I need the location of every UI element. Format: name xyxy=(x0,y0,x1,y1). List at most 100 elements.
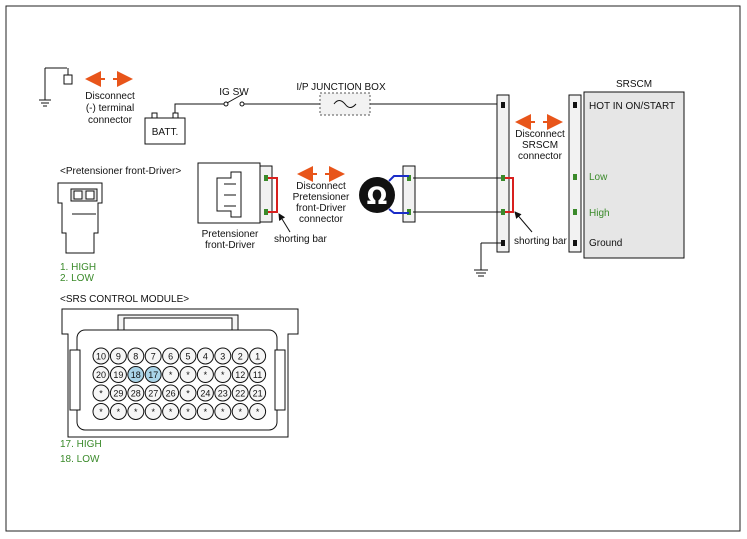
module-pin-label-1-2: 18 xyxy=(131,370,141,380)
module-pin-1-0 xyxy=(92,366,110,383)
ignition-switch-icon xyxy=(223,93,245,107)
module-pin-2-5 xyxy=(179,384,197,402)
shorting-bar-right-label: shorting bar xyxy=(514,236,567,247)
module-pin-2-0 xyxy=(92,384,110,402)
module-pin-label-3-5: * xyxy=(186,407,190,417)
module-pin-label-2-7: 23 xyxy=(218,389,228,399)
battery-label: BATT. xyxy=(152,127,178,138)
srscm-pin-ground xyxy=(573,240,577,246)
module-pin-label-1-0: 20 xyxy=(96,370,106,380)
module-pin-3-0 xyxy=(92,403,110,420)
junction-box-label: I/P JUNCTION BOX xyxy=(296,82,386,93)
module-pin-label-3-3: * xyxy=(151,407,155,417)
srscm-pin-high xyxy=(573,209,577,215)
ig-sw-label: IG SW xyxy=(219,87,249,98)
pretensioner-box-label-2: front-Driver xyxy=(205,240,256,251)
module-pin-label-1-1: 19 xyxy=(113,370,123,380)
module-pin-label-1-7: * xyxy=(221,370,225,380)
disconnect-pretensioner-label-2: Pretensioner xyxy=(293,192,350,203)
ohm-symbol: Ω xyxy=(367,182,387,210)
module-pin-3-6 xyxy=(196,403,214,420)
fuse-icon xyxy=(333,100,357,108)
module-pin-label-1-3: 17 xyxy=(148,370,158,380)
battery-ground-icon xyxy=(39,67,73,107)
disconnect-pretensioner-label-4: connector xyxy=(299,214,344,225)
module-pin-label-17: 17. HIGH xyxy=(60,439,102,450)
srscm-connector-strip xyxy=(568,94,582,253)
module-pin-2-1 xyxy=(109,384,127,402)
module-pin-3-1 xyxy=(109,403,127,420)
pretensioner-pin-label-2: 2. LOW xyxy=(60,273,94,284)
harness-pin-low xyxy=(501,175,505,181)
module-pin-label-2-8: 22 xyxy=(235,389,245,399)
module-pin-1-9 xyxy=(249,366,267,383)
module-pin-label-0-1: 9 xyxy=(116,352,121,362)
module-pin-0-2 xyxy=(127,347,145,365)
module-pin-0-7 xyxy=(214,347,232,365)
module-pin-label-2-5: * xyxy=(186,389,190,399)
pretensioner-box-label-1: Pretensioner xyxy=(202,229,259,240)
disconnect-pretensioner-label-3: front-Driver xyxy=(296,203,347,214)
pretensioner-harness-pin-1 xyxy=(407,175,411,181)
module-pin-3-8 xyxy=(231,403,249,420)
module-pin-1-2 xyxy=(127,366,145,383)
module-pin-0-4 xyxy=(162,347,180,365)
module-pin-label-3-9: * xyxy=(256,407,260,417)
module-pin-label-1-4: * xyxy=(169,370,173,380)
module-pin-1-6 xyxy=(196,366,214,383)
module-pin-label-2-0: * xyxy=(99,389,103,399)
module-pin-3-9 xyxy=(249,403,267,420)
srscm-pin-label-low: Low xyxy=(589,172,608,183)
pretensioner-plug-outline xyxy=(216,171,242,218)
module-pin-0-0 xyxy=(92,347,110,365)
srscm-pin-label-hot: HOT IN ON/START xyxy=(589,101,675,112)
srscm-pin-hot xyxy=(573,102,577,108)
srscm-pin-low xyxy=(573,174,577,180)
module-pin-3-4 xyxy=(162,403,180,420)
module-pin-0-6 xyxy=(196,347,214,365)
module-pin-0-8 xyxy=(231,347,249,365)
harness-pin-hot xyxy=(501,102,505,108)
ohmmeter-icon xyxy=(359,177,395,213)
pretensioner-harness-connector xyxy=(402,165,416,223)
disconnect-srscm-label-1: Disconnect xyxy=(515,129,565,140)
module-pin-1-8 xyxy=(231,366,249,383)
module-pin-label-0-7: 3 xyxy=(220,352,225,362)
module-pin-3-2 xyxy=(127,403,145,420)
pretensioner-connector-icon xyxy=(57,182,103,254)
module-pin-label-3-4: * xyxy=(169,407,173,417)
module-pin-label-3-7: * xyxy=(221,407,225,417)
module-pin-label-1-8: 12 xyxy=(235,370,245,380)
battery-icon xyxy=(144,112,186,145)
disconnect-terminal-label-3: connector xyxy=(88,115,133,126)
diagram-frame xyxy=(5,5,741,532)
module-pin-2-9 xyxy=(249,384,267,402)
module-pin-label-1-9: 11 xyxy=(253,370,262,380)
module-pin-label-0-6: 4 xyxy=(203,352,208,362)
module-pin-label-3-0: * xyxy=(99,407,103,417)
module-pin-label-3-8: * xyxy=(238,407,242,417)
module-pin-label-0-2: 8 xyxy=(133,352,138,362)
supply-wire xyxy=(174,103,500,113)
disconnect-terminal-label-1: Disconnect xyxy=(85,91,135,102)
module-pin-label-18: 18. LOW xyxy=(60,454,100,465)
srscm-module-box xyxy=(583,91,685,259)
module-pin-0-3 xyxy=(144,347,162,365)
module-pin-1-5 xyxy=(179,366,197,383)
srscm-harness-connector xyxy=(496,94,510,253)
pretensioner-connector-strip xyxy=(259,165,273,223)
module-title: <SRS CONTROL MODULE> xyxy=(60,294,189,305)
module-pin-label-1-5: * xyxy=(186,370,190,380)
module-pin-label-3-1: * xyxy=(117,407,121,417)
srscm-pin-label-high: High xyxy=(589,208,610,219)
module-pin-1-4 xyxy=(162,366,180,383)
module-pin-label-0-4: 6 xyxy=(168,352,173,362)
module-pin-label-0-5: 5 xyxy=(185,352,190,362)
module-pin-1-7 xyxy=(214,366,232,383)
pretensioner-title: <Pretensioner front-Driver> xyxy=(60,166,181,177)
module-pin-2-4 xyxy=(162,384,180,402)
module-pin-0-1 xyxy=(109,347,127,365)
shorting-bar-left xyxy=(268,177,278,213)
